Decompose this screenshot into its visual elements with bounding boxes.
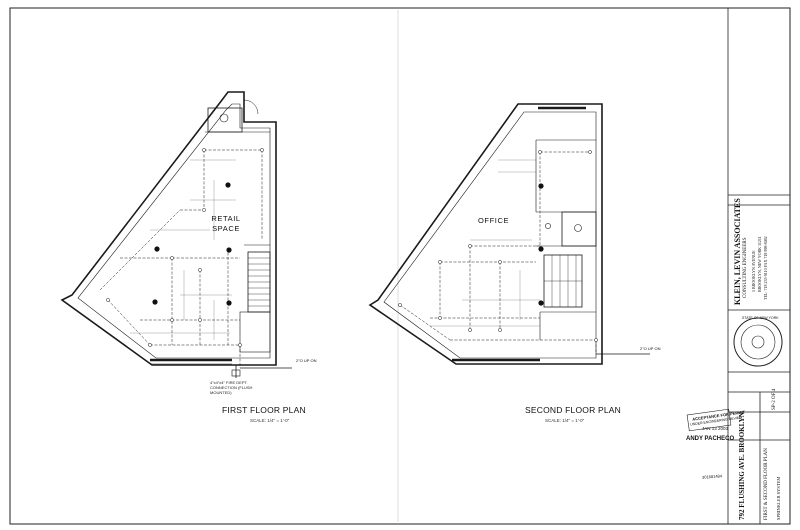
sprinkler-head: [154, 246, 160, 252]
second-floor-toilet: [574, 224, 582, 232]
sprinkler-head: [538, 183, 544, 189]
first-floor-outer-wall: [60, 91, 277, 366]
second-floor-room-label: OFFICE: [478, 216, 510, 225]
sprinkler-head: [226, 300, 232, 306]
second-floor-plan: [368, 103, 650, 365]
seal-text: STATE OF NEW YORK: [742, 316, 779, 320]
first-floor-plan-scale: SCALE: 1/4" = 1'-0": [250, 418, 290, 423]
second-floor-sprinkler-piping: [399, 151, 597, 354]
first-floor-sprinkler-heads: [152, 182, 232, 306]
second-floor-plan-title: SECOND FLOOR PLAN: [525, 405, 621, 415]
firm-name: KLEIN, LEVIN ASSOCIATES: [733, 198, 742, 305]
first-floor-door-swing: [243, 99, 259, 115]
second-floor-inner-wall: [383, 111, 597, 359]
second-floor-plan-scale: SCALE: 1/4" = 1'-0": [545, 418, 585, 423]
firm-address-1: 5 BROOKLYN AVENUE: [751, 250, 756, 292]
sprinkler-head: [152, 299, 158, 305]
first-floor-sprinkler-piping: [99, 149, 263, 368]
second-floor-outer-wall: [368, 103, 603, 365]
engineer-seal: [733, 317, 783, 367]
first-floor-plan: [60, 91, 292, 378]
firm-subtitle: CONSULTING ENGINEERS: [743, 237, 748, 298]
second-floor-bath: [561, 211, 597, 247]
sheet-border: [9, 7, 791, 525]
approval-stamp-date: JAN 13 2003: [702, 426, 729, 431]
sprinkler-head: [538, 300, 544, 306]
sprinkler-head: [225, 182, 231, 188]
system-title: SPRINKLER SYSTEM: [776, 476, 781, 520]
sprinkler-head: [538, 246, 544, 252]
first-floor-plan-title: FIRST FLOOR PLAN: [222, 405, 306, 415]
title-block: [727, 7, 791, 525]
firm-address-2: BROOKLYN, NEW YORK 11211: [757, 236, 762, 292]
first-floor-room-label: RETAIL SPACE: [211, 214, 241, 233]
fire-dept-connection: [231, 369, 241, 377]
approval-stamp: [686, 408, 732, 432]
drawing-title: FIRST & SECOND FLOOR PLAN: [764, 448, 769, 520]
project-address: 792 FLUSHING AVE. BROOKLYN: [738, 412, 746, 520]
sprinkler-head: [226, 247, 232, 253]
first-floor-toilet: [219, 113, 229, 123]
first-floor-inner-wall: [77, 103, 271, 359]
first-floor-up-label: 2"O UP ON: [296, 358, 317, 363]
second-floor-sprinkler-heads: [538, 183, 544, 306]
fire-dept-connection-note: 4"x4"x4" FIRE DEPT. CONNECTION (FLUSH MO…: [210, 380, 253, 395]
sheet-number: SP-2 OF 4: [772, 388, 777, 410]
second-floor-up-label: 2"O UP ON: [640, 346, 661, 351]
firm-telephone: TEL: 718 235-9110 FAX 718 998-8462: [763, 236, 768, 300]
reviewer-name: ANDY PACHECO: [686, 436, 735, 442]
